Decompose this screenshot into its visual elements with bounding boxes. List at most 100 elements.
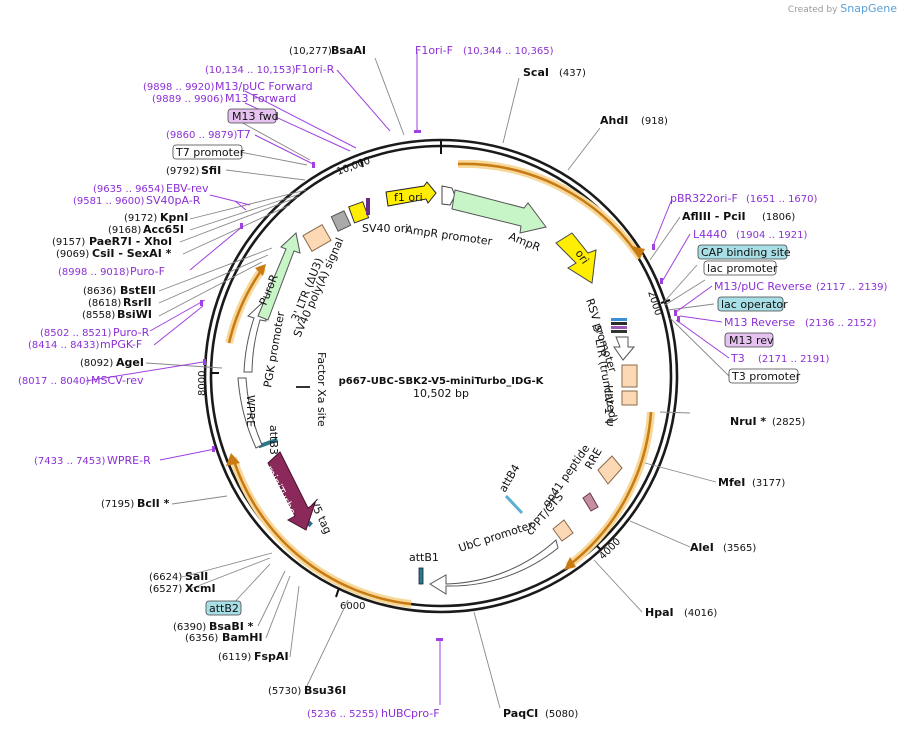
- attb4-label: attB4: [496, 462, 522, 494]
- enzyme-name: FspAI: [254, 650, 289, 663]
- hiv-label: HIV-1 Ψ: [602, 385, 615, 427]
- enzyme-pos: (6356): [185, 633, 218, 644]
- tick-8000: 8000: [197, 371, 208, 396]
- boxed-labels: M13 fwd T7 promoter CAP binding site lac…: [172, 108, 801, 616]
- primer-name: F1ori-R: [295, 63, 335, 76]
- enzyme-name: MfeI: [718, 476, 745, 489]
- enzyme-pos: (7195): [101, 499, 134, 510]
- box-attb2: attB2: [209, 602, 239, 615]
- orange-feature-arcs: [225, 159, 655, 608]
- primer-pos: (8414 .. 8433): [28, 340, 100, 351]
- primer-name: mPGK-F: [100, 338, 142, 351]
- v5-label: V5 tag: [307, 498, 334, 536]
- puror-feature: [257, 232, 301, 321]
- primer-pos: (8502 .. 8521): [40, 328, 112, 339]
- primer-pos: (2171 .. 2191): [758, 354, 830, 365]
- enzyme-pos: (10,277): [289, 46, 332, 57]
- enzyme-pos: (8092): [80, 358, 113, 369]
- enzyme-pos: (9168): [108, 225, 141, 236]
- factorxa-label: Factor Xa site: [315, 352, 328, 427]
- primer-name: M13 Forward: [225, 92, 296, 105]
- rsv-mark-3: [611, 326, 627, 329]
- sv40pa-feature: [330, 210, 352, 232]
- enzyme-pos: (2825): [772, 417, 805, 428]
- enzyme-name: KpnI: [160, 211, 188, 224]
- box-m13-rev: M13 rev: [729, 334, 774, 347]
- box-t7-promoter: T7 promoter: [175, 146, 245, 159]
- enzyme-pos: (4016): [684, 608, 717, 619]
- enzyme-pos: (9792): [166, 166, 199, 177]
- enzyme-name: BamHI: [222, 631, 263, 644]
- box-cap-binding: CAP binding site: [701, 246, 791, 259]
- attb1-label: attB1: [409, 551, 439, 564]
- enzyme-name: BsaAI: [331, 44, 366, 57]
- primer-labels: F1ori-F (10,344 .. 10,365) (10,134 .. 10…: [18, 44, 888, 720]
- box-t3-promoter: T3 promoter: [731, 370, 801, 383]
- primer-name: Puro-F: [130, 265, 165, 278]
- primer-pos: (1904 .. 1921): [736, 230, 808, 241]
- enzyme-pos: (918): [641, 116, 668, 127]
- primer-pos: (9898 .. 9920): [143, 82, 215, 93]
- snapgene-credit: Created by SnapGene: [788, 2, 897, 15]
- enzyme-name: PaeR7I - XhoI: [89, 235, 172, 248]
- enzyme-pos: (9157): [52, 237, 85, 248]
- plasmid-name: p667-UBC-SBK2-V5-miniTurbo_IDG-K: [339, 376, 545, 387]
- rre-feature: [597, 455, 623, 485]
- f1-ori-feature: [385, 181, 437, 207]
- enzyme-pos: (9172): [124, 213, 157, 224]
- ori-feature: [555, 232, 597, 284]
- primer-pos: (10,344 .. 10,365): [463, 46, 554, 57]
- enzyme-name: AhdI: [600, 114, 628, 127]
- enzyme-pos: (437): [559, 68, 586, 79]
- wpre-feature: [237, 377, 263, 449]
- f1-ori-label: f1 ori: [394, 191, 423, 204]
- ampr-label: AmpR: [507, 230, 543, 254]
- enzyme-pos: (8558): [82, 310, 115, 321]
- rsv-mark-2: [611, 322, 627, 325]
- sv40-ori-mark: [366, 198, 370, 215]
- ubc-label: UbC promoter: [457, 518, 535, 554]
- ltr5-feature: [621, 364, 638, 388]
- enzyme-pos: (6390): [173, 622, 206, 633]
- snapgene-logo: SnapGene: [840, 2, 897, 15]
- enzyme-pos: (8618): [88, 298, 121, 309]
- enzyme-name: AgeI: [116, 356, 144, 369]
- primer-pos: (1651 .. 1670): [746, 194, 818, 205]
- enzyme-name: RsrII: [123, 296, 152, 309]
- primer-name: M13/pUC Forward: [215, 80, 313, 93]
- tick-6000: 6000: [340, 601, 365, 612]
- primer-marks: [200, 130, 680, 641]
- plasmid-length: 10,502 bp: [413, 387, 469, 400]
- sv40-ori-label: SV40 ori: [362, 222, 408, 235]
- enzyme-pos: (8636): [83, 286, 116, 297]
- box-lac-promoter: lac promoter: [707, 262, 778, 275]
- ubc-promoter-feature: [429, 539, 559, 595]
- wpre-label: WPRE: [244, 395, 257, 427]
- rsv-mark-4: [611, 330, 627, 333]
- primer-pos: (9581 .. 9600): [73, 196, 145, 207]
- primer-pos: (9889 .. 9906): [152, 94, 224, 105]
- primer-pos: (2117 .. 2139): [816, 282, 888, 293]
- primer-name: T3: [730, 352, 745, 365]
- enzyme-name: Bsu36I: [304, 684, 346, 697]
- miniturbo-feature: [267, 451, 316, 531]
- primer-name: WPRE-R: [107, 454, 151, 467]
- enzyme-pos: (5730): [268, 686, 301, 697]
- attb1-feature: [418, 567, 424, 585]
- enzyme-name: PaqCI: [503, 707, 538, 720]
- enzyme-name: ScaI: [523, 66, 549, 79]
- tick-10000: 10,000: [335, 156, 372, 178]
- enzyme-pos: (1806): [762, 212, 795, 223]
- ampr-promoter-label: AmpR promoter: [405, 223, 494, 248]
- cppt-feature: [552, 519, 574, 542]
- primer-pos: (7433 .. 7453): [34, 456, 106, 467]
- credit-prefix: Created by: [787, 5, 838, 15]
- enzyme-name: HpaI: [645, 606, 674, 619]
- primer-pos: (9635 .. 9654): [93, 184, 165, 195]
- enzyme-name: SalI: [185, 570, 208, 583]
- enzyme-name: AleI: [690, 541, 714, 554]
- primer-name: F1ori-F: [415, 44, 453, 57]
- tick-2000: 2000: [645, 290, 663, 318]
- enzyme-pos: (3177): [752, 478, 785, 489]
- box-m13-fwd: M13 fwd: [232, 110, 279, 123]
